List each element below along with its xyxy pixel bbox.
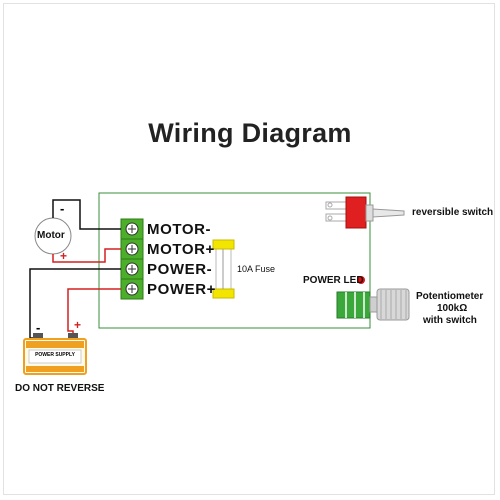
terminal-screw-3 xyxy=(125,262,139,276)
potentiometer-label-line2: 100kΩ xyxy=(437,303,468,314)
reversible-switch xyxy=(325,196,405,229)
controller-board xyxy=(98,192,371,329)
fuse xyxy=(212,239,235,299)
terminal-screw-2 xyxy=(125,242,139,256)
page-title: Wiring Diagram xyxy=(148,118,352,148)
battery-plus-sign: + xyxy=(74,318,82,332)
motor-label: Motor xyxy=(37,230,65,241)
wire-motor-minus xyxy=(52,199,121,230)
terminal-screw-4 xyxy=(125,282,139,296)
terminal-label-power-minus: POWER- xyxy=(147,261,213,278)
do-not-reverse-warning: DO NOT REVERSE xyxy=(15,383,105,394)
image-frame xyxy=(3,3,495,495)
battery xyxy=(23,333,87,375)
terminal-screw-1 xyxy=(125,222,139,236)
wire-power-plus xyxy=(67,288,121,336)
potentiometer xyxy=(336,288,410,321)
fuse-label: 10A Fuse xyxy=(237,264,276,274)
battery-minus-sign: - xyxy=(36,320,41,335)
terminal-label-motor-minus: MOTOR- xyxy=(147,221,212,238)
wire-motor-plus xyxy=(52,248,121,263)
terminal-label-power-plus: POWER+ xyxy=(147,281,217,298)
potentiometer-label: Potentiometer 100kΩ with switch xyxy=(416,291,496,327)
motor-minus-sign: - xyxy=(60,201,65,216)
power-led xyxy=(357,276,365,284)
power-led-label: POWER LED xyxy=(303,275,364,286)
terminal-label-motor-plus: MOTOR+ xyxy=(147,241,215,258)
potentiometer-label-line1: Potentiometer xyxy=(416,291,484,302)
battery-label: POWER SUPPLY xyxy=(35,352,75,358)
switch-label: reversible switch xyxy=(412,207,494,218)
motor-plus-sign: + xyxy=(60,249,68,263)
potentiometer-label-line3: with switch xyxy=(423,315,477,326)
terminal-block xyxy=(120,218,144,300)
